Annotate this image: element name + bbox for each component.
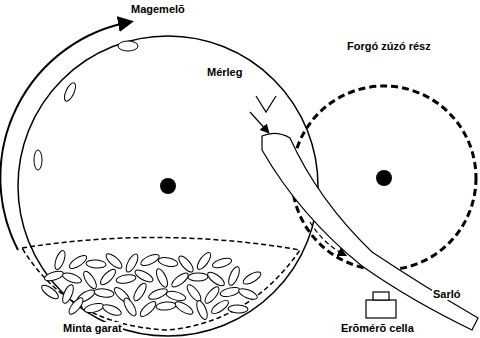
grain [40,283,61,301]
grain [133,268,154,284]
grain [173,299,194,316]
grain [147,287,169,302]
grain [156,301,177,311]
part-label: Mérleg [206,66,243,78]
grain [118,41,138,51]
grain [94,288,115,298]
grain [210,298,231,316]
grain [195,299,210,321]
part-label: Forgó zúzó rész [346,40,432,52]
grain [237,286,259,301]
rotation-arrow [0,22,130,250]
grain [131,281,148,302]
grain [188,273,208,281]
grain [241,270,262,287]
grain [195,251,213,272]
grain [67,296,86,317]
sickle [262,133,478,330]
load-cell [366,300,396,318]
load-cell-top [373,292,389,300]
grain [81,269,99,290]
part-label: Sarló [432,288,462,300]
scale-cup [256,96,276,112]
grain [176,254,195,274]
rotating-crusher [292,86,476,270]
grain [154,267,170,289]
grain [61,271,83,285]
crusher-axle [376,170,392,186]
grain [98,267,118,287]
grain [157,256,178,268]
grain [83,302,104,315]
grain [122,296,139,317]
part-label: Minta garat [62,322,123,334]
grain [206,270,227,288]
sample-hopper [22,237,300,330]
grain [62,81,78,103]
grain [101,302,123,317]
grain [115,273,136,284]
grain [67,253,88,271]
feed-arrow [250,112,268,132]
grain [211,256,232,269]
grain [60,283,75,305]
grain [226,265,241,287]
part-label: Magemelõ [130,3,186,15]
grain [43,269,64,282]
grain [138,299,158,318]
grain [139,252,161,268]
grains [40,249,263,321]
grain [165,290,186,303]
drum-axle [160,178,176,194]
grain [219,286,240,299]
elevator-drum [18,36,318,336]
grain [185,283,204,304]
grain [228,305,248,314]
grain [34,150,42,170]
grain [203,285,222,306]
grain [53,249,67,271]
grain [86,259,107,268]
part-label: Erõmérõ cella [340,322,415,334]
grain [104,251,124,270]
